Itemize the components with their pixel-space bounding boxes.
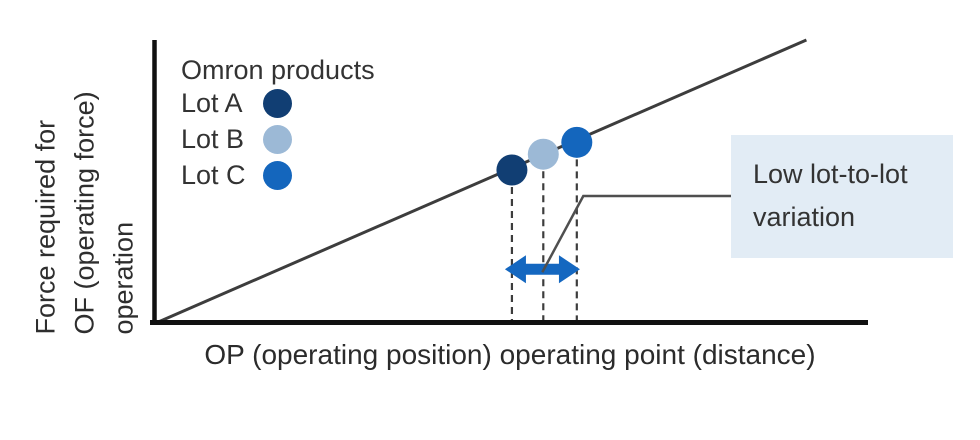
annotation-callout-box: Low lot-to-lot variation (731, 135, 953, 258)
point-lot-b (527, 138, 559, 170)
force-line (157, 38, 807, 324)
y-axis-label-line-1: Force required for (30, 119, 61, 335)
legend-row-lot-b: Lot B (181, 121, 375, 157)
lot-b-dot-icon (263, 124, 292, 154)
lot-a-dot-icon (263, 88, 292, 118)
y-axis-label-line-3: operation (108, 221, 139, 335)
legend-row-lot-a: Lot A (181, 85, 375, 121)
lot-c-dot-icon (263, 160, 292, 190)
y-axis-label: Force required for OF (operating force) … (27, 35, 144, 335)
legend-title: Omron products (181, 55, 375, 85)
legend-row-lot-c: Lot C (181, 157, 375, 193)
legend: Omron products Lot A Lot B Lot C (181, 55, 375, 193)
legend-label-lot-b: Lot B (181, 123, 245, 154)
callout-line (541, 194, 731, 273)
legend-label-lot-c: Lot C (181, 159, 246, 190)
point-lot-c (561, 126, 593, 158)
point-lot-a (496, 154, 528, 186)
legend-label-lot-a: Lot A (181, 87, 243, 118)
x-axis-label: OP (operating position) operating point … (204, 339, 816, 370)
y-axis-label-line-2: OF (operating force) (69, 91, 100, 335)
variation-double-arrow-icon (504, 255, 580, 284)
